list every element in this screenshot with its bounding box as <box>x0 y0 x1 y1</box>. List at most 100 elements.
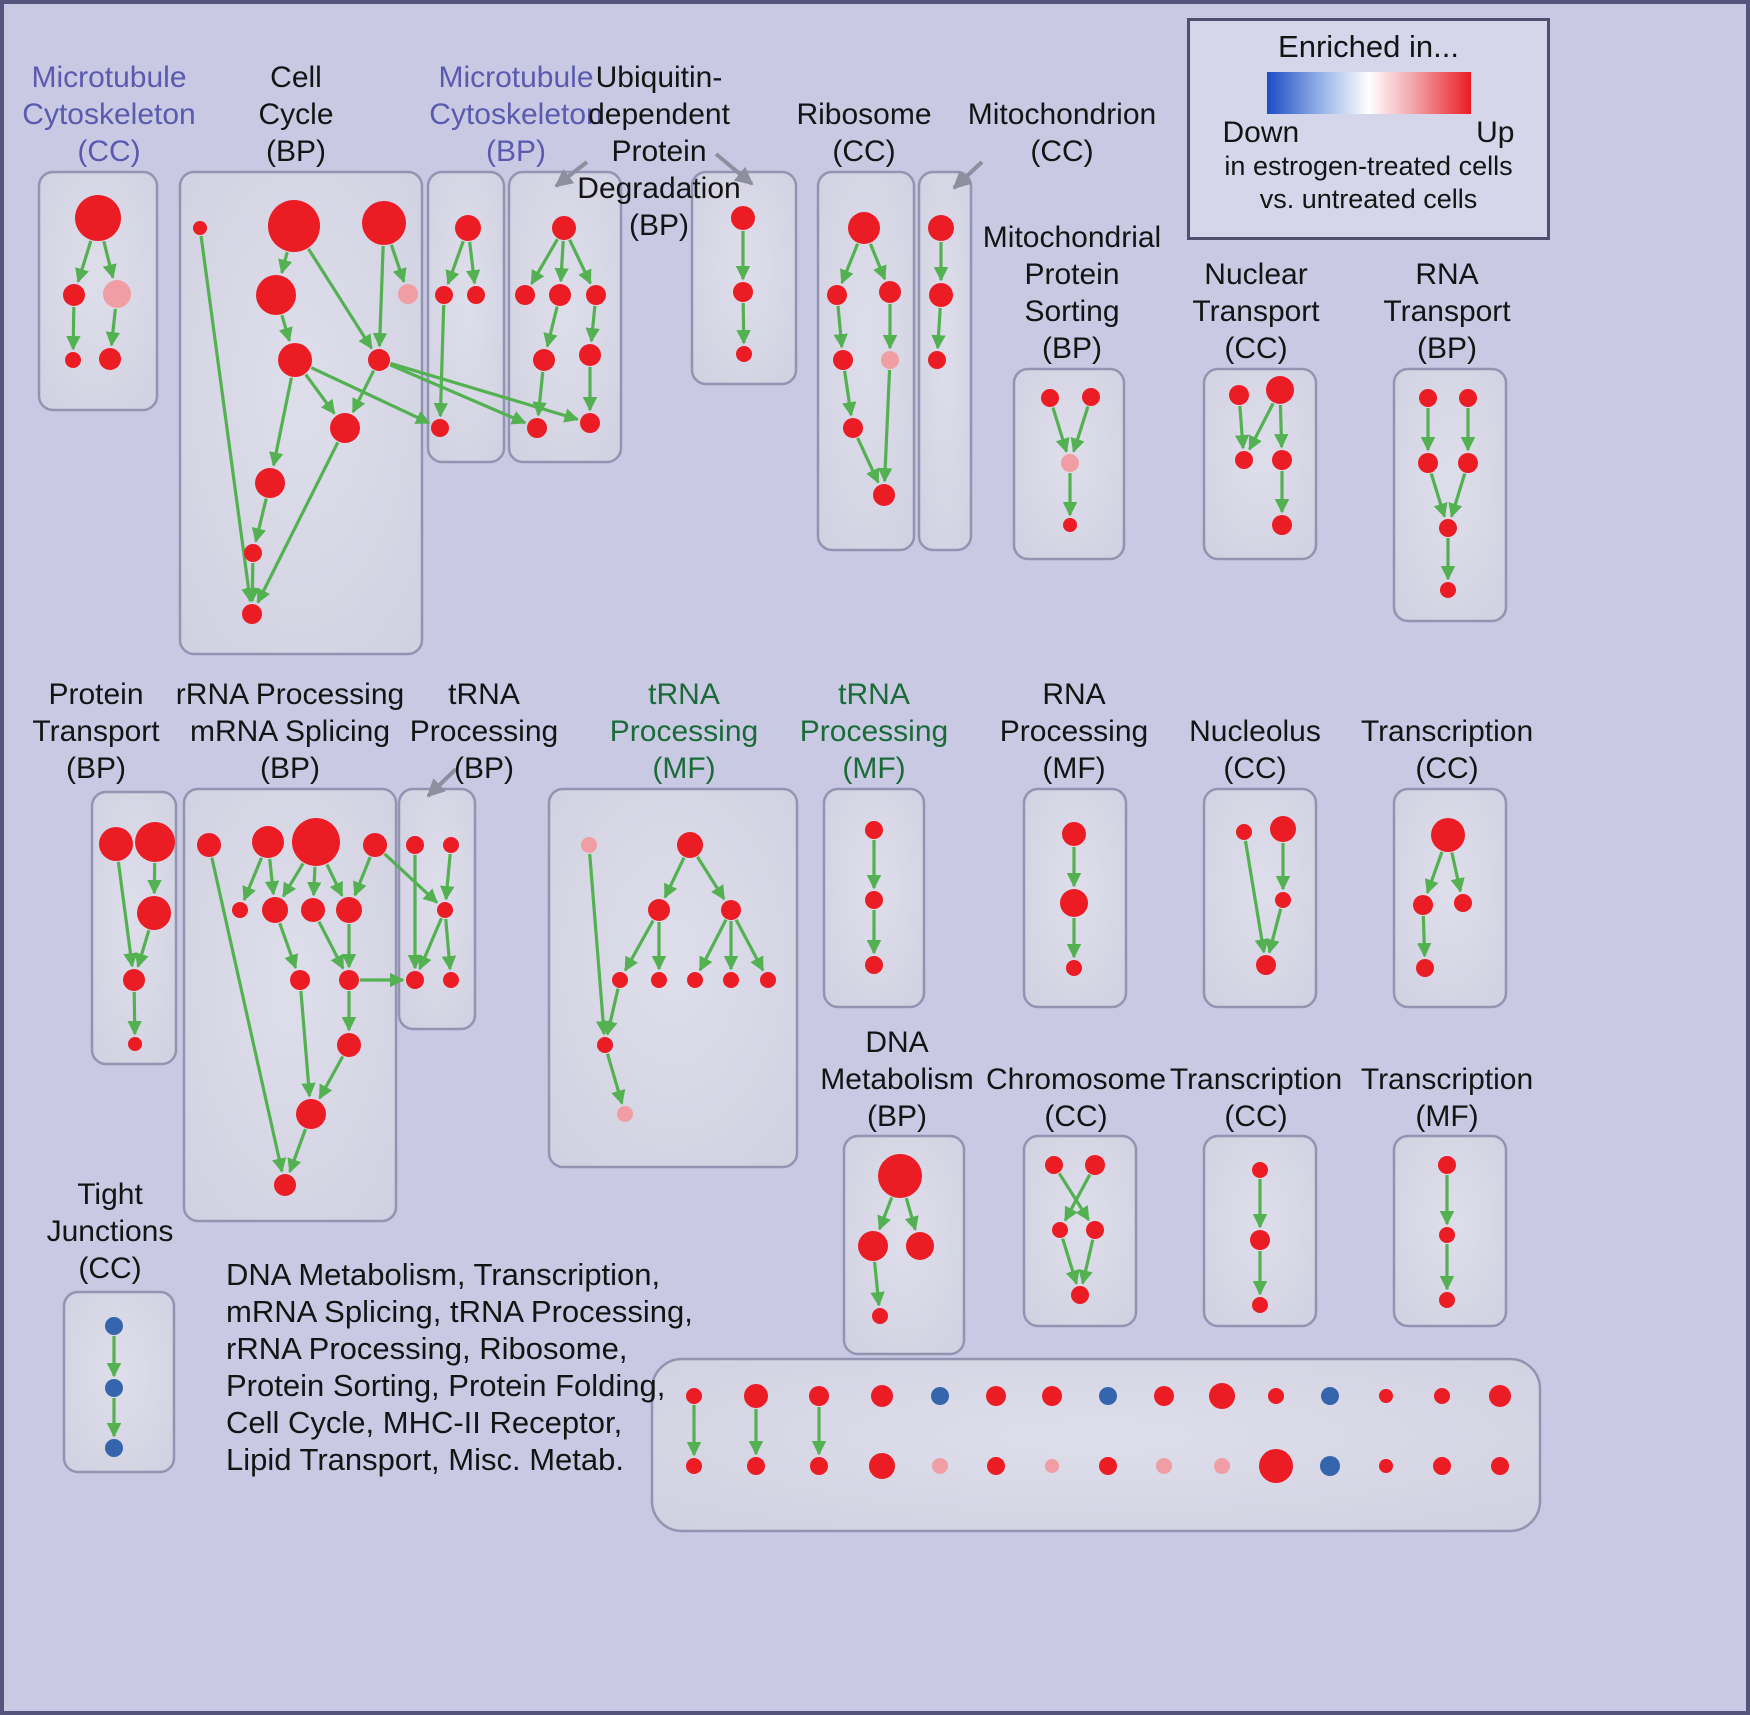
gene-node <box>1438 1156 1456 1174</box>
edge-arrow <box>75 240 93 284</box>
gene-node <box>617 1106 633 1122</box>
gene-node <box>1214 1458 1230 1474</box>
cluster-mixed-categories <box>650 1357 1542 1533</box>
gene-node <box>1235 451 1253 469</box>
gene-node <box>1252 1162 1268 1178</box>
gene-node <box>736 346 752 362</box>
edge-arrow <box>390 361 579 423</box>
label-pointer-arrow <box>554 160 589 188</box>
cluster-mitochondrial-protein-sorting-bp <box>1012 367 1126 561</box>
cluster-nucleolus-cc <box>1202 787 1318 1009</box>
edge-arrow <box>441 918 457 971</box>
edge-arrow <box>116 861 138 968</box>
gene-node <box>686 1388 702 1404</box>
mixed-categories-caption: DNA Metabolism, Transcription, mRNA Spli… <box>226 1256 693 1478</box>
gene-node <box>878 1154 922 1198</box>
gene-node <box>1042 1386 1062 1406</box>
gene-node <box>337 1033 361 1057</box>
edge-arrow <box>1061 1238 1080 1285</box>
gene-node <box>581 837 597 853</box>
gene-node <box>515 285 535 305</box>
gene-node <box>467 286 485 304</box>
edge-arrow <box>543 306 559 348</box>
label-pointer-arrow <box>714 152 754 186</box>
gene-node <box>731 206 755 230</box>
gene-node <box>1489 1385 1511 1407</box>
edge-arrow <box>605 1053 626 1105</box>
edge-arrow <box>931 307 946 350</box>
edge-arrow <box>245 562 260 603</box>
gene-node <box>1320 1456 1340 1476</box>
edge-arrow <box>127 991 142 1036</box>
gene-node <box>1045 1156 1063 1174</box>
gene-node <box>760 972 776 988</box>
label-pointer-arrow <box>426 767 458 798</box>
gene-node <box>268 200 320 252</box>
gene-node <box>580 413 600 433</box>
gene-node <box>1433 1457 1451 1475</box>
gene-node <box>1270 816 1296 842</box>
gene-node <box>1086 1221 1104 1239</box>
cluster-box-chromosome-cc <box>1022 1134 1138 1328</box>
gene-node <box>597 1037 613 1053</box>
edge-arrow <box>833 305 848 349</box>
gene-node <box>869 1453 895 1479</box>
edge-arrow <box>1243 840 1269 954</box>
edge-arrow <box>105 308 121 347</box>
edge-arrow <box>353 856 372 897</box>
cluster-box-rrna-processing-mrna-splicing-bp <box>182 787 398 1223</box>
edge-arrow <box>1429 473 1448 518</box>
edge-arrow <box>199 235 256 603</box>
gene-node <box>1259 1449 1293 1483</box>
gene-node <box>1439 1292 1455 1308</box>
edge-arrow <box>1070 406 1090 453</box>
misc-text-line-2: mRNA Splicing, tRNA Processing, <box>226 1294 693 1329</box>
edge-arrow <box>278 922 299 970</box>
gene-node <box>579 344 601 366</box>
cluster-tight-junctions-cc <box>62 1290 176 1474</box>
cluster-transcription-mf <box>1392 1134 1508 1328</box>
edge-arrow <box>623 919 655 972</box>
gene-node <box>733 282 753 302</box>
gene-node <box>1418 453 1438 473</box>
gene-node <box>1431 818 1465 852</box>
gene-node <box>1041 389 1059 407</box>
gene-node <box>278 343 312 377</box>
gene-node <box>1250 1230 1270 1250</box>
gene-node <box>336 897 362 923</box>
edge-arrow <box>698 919 728 972</box>
edge-arrow <box>278 314 293 343</box>
gene-node <box>881 351 899 369</box>
edge-arrow <box>904 1197 919 1232</box>
gene-node <box>677 832 703 858</box>
gene-node <box>527 418 547 438</box>
gene-node <box>865 956 883 974</box>
gene-node <box>1272 450 1292 470</box>
gene-node <box>1321 1387 1339 1405</box>
cluster-ubiquitin-degradation-bp-left <box>507 170 623 464</box>
cluster-protein-transport-bp <box>90 790 178 1066</box>
gene-node <box>244 544 262 562</box>
gene-node <box>987 1457 1005 1475</box>
edge-arrow <box>256 441 340 604</box>
gene-node <box>256 275 296 315</box>
gene-node <box>744 1384 768 1408</box>
gene-node <box>552 216 576 240</box>
edge-arrow <box>317 920 345 970</box>
gene-node <box>1252 1297 1268 1313</box>
gene-node <box>1061 454 1079 472</box>
cluster-trna-processing-mf-large <box>547 787 799 1169</box>
misc-text-line-1: DNA Metabolism, Transcription, <box>226 1257 661 1292</box>
gene-node <box>435 286 453 304</box>
gene-node <box>242 604 262 624</box>
gene-node <box>330 413 360 443</box>
gene-node <box>871 1385 893 1407</box>
gene-node <box>723 972 739 988</box>
gene-node <box>986 1386 1006 1406</box>
cluster-box-microtubule-cytoskeleton-cc <box>37 170 159 412</box>
gene-node <box>1459 389 1477 407</box>
cluster-box-rna-transport-bp <box>1392 367 1508 623</box>
legend-title: Enriched in... <box>1278 29 1459 64</box>
edge-arrow <box>440 853 455 901</box>
